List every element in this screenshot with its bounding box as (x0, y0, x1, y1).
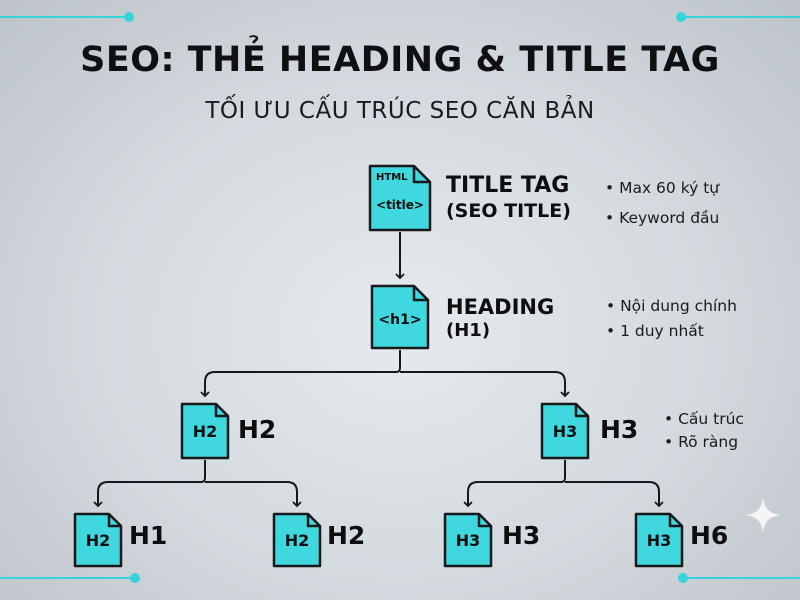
leaf-3-label: H3 (502, 521, 541, 550)
title-tag-label: TITLE TAG (SEO TITLE) (446, 172, 571, 223)
h1-label-line2: (H1) (446, 320, 491, 342)
h1-bullet-1: • Nội dung chính (606, 297, 737, 315)
page-subtitle: TỐI ƯU CẤU TRÚC SEO CĂN BẢN (205, 98, 595, 124)
decor-dot-bottom-left (130, 573, 140, 583)
leaf-3-document-icon: H3 (443, 512, 493, 568)
title-tag-bullet-2: • Keyword đầu (605, 209, 720, 227)
decor-line-top-right (684, 16, 800, 18)
connector-h3-to-leaf4 (565, 481, 664, 508)
h1-doc-text: <h1> (378, 312, 422, 328)
decor-line-bottom-left (0, 577, 134, 579)
decor-dot-bottom-right (678, 573, 688, 583)
h1-bullet-2: • 1 duy nhất (606, 322, 704, 340)
h1-bullets: • Nội dung chính • 1 duy nhất (606, 294, 737, 344)
leaf-2-document-icon: H2 (272, 512, 322, 568)
leaf-2-label: H2 (327, 521, 366, 550)
h2-document-icon: H2 (180, 402, 230, 460)
h1-label: HEADING (H1) (446, 294, 554, 343)
connector-h1-to-h3 (400, 371, 570, 398)
title-tag-bullets: • Max 60 ký tự • Keyword đầu (605, 173, 719, 233)
h3-doc-text: H3 (552, 422, 578, 441)
title-tag-label-line2: (SEO TITLE) (446, 199, 571, 222)
h2-label: H2 (238, 415, 277, 444)
page-title: SEO: THẺ HEADING & TITLE TAG (80, 40, 720, 80)
decor-dot-top-left (124, 12, 134, 22)
h3-bullet-1: • Cấu trúc (664, 410, 744, 428)
leaf-4-label: H6 (690, 521, 729, 550)
h3-bullet-2: • Rõ ràng (664, 433, 739, 451)
leaf-4-document-icon: H3 (634, 512, 684, 568)
leaf-2-doc-text: H2 (284, 531, 310, 550)
leaf-1-label: H1 (129, 521, 168, 550)
title-tag-label-line1: TITLE TAG (446, 173, 570, 198)
leaf-1-document-icon: H2 (73, 512, 123, 568)
decor-line-bottom-right (686, 577, 800, 579)
h1-label-line1: HEADING (446, 295, 555, 319)
sparkle-icon (745, 497, 781, 537)
decor-line-top-left (0, 16, 128, 18)
leaf-3-doc-text: H3 (455, 531, 481, 550)
leaf-4-doc-text: H3 (646, 531, 672, 550)
connector-h3-to-leaf3 (463, 460, 566, 508)
h3-document-icon: H3 (540, 402, 590, 460)
connector-h2-to-leaf2 (205, 481, 302, 508)
connector-h2-to-leaf1 (93, 460, 206, 508)
h1-document-icon: <h1> (370, 284, 430, 350)
decor-dot-top-right (676, 12, 686, 22)
title-tag-bullet-1: • Max 60 ký tự (605, 179, 720, 197)
title-tag-doc-top: HTML (376, 172, 408, 183)
title-tag-document-icon: HTML <title> (368, 164, 432, 232)
h3-label: H3 (600, 415, 639, 444)
leaf-1-doc-text: H2 (85, 531, 111, 550)
h2-doc-text: H2 (192, 422, 218, 441)
title-tag-doc-bottom: <title> (376, 198, 424, 212)
h3-bullets: • Cấu trúc • Rõ ràng (664, 408, 744, 454)
connector-h1-to-h2 (200, 350, 401, 398)
